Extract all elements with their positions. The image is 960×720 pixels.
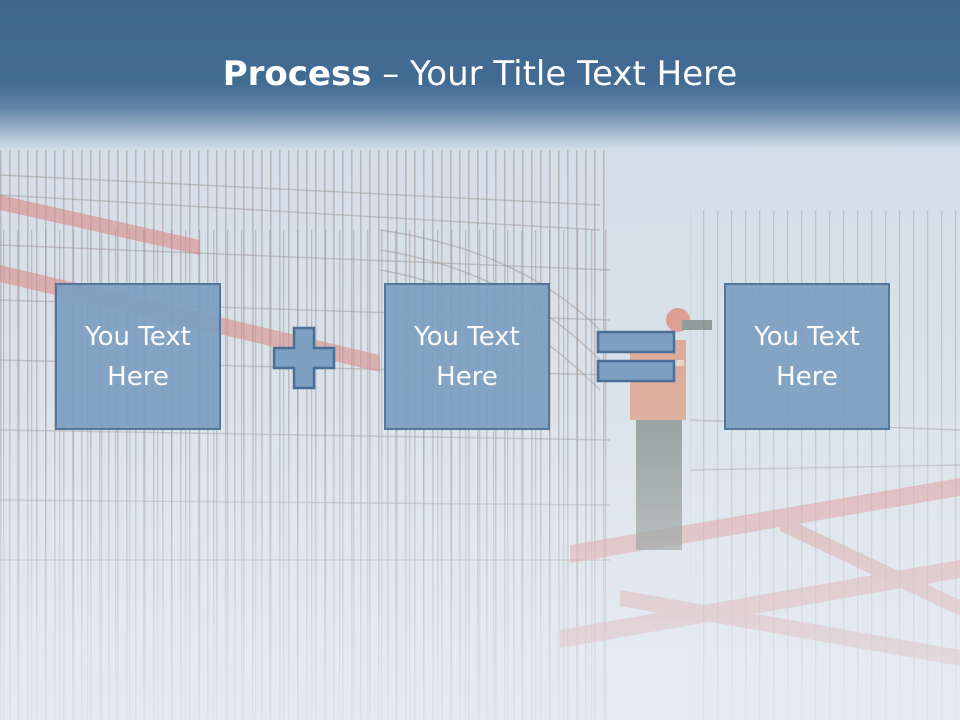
title-rest: – Your Title Text Here	[371, 54, 738, 94]
process-box-1[interactable]: You Text Here	[55, 283, 221, 430]
title-bar	[0, 0, 960, 150]
process-box-2[interactable]: You Text Here	[384, 283, 550, 430]
plus-icon	[272, 326, 336, 390]
process-box-3[interactable]: You Text Here	[724, 283, 890, 430]
equals-icon	[596, 330, 676, 383]
slide-title[interactable]: Process – Your Title Text Here	[0, 52, 960, 96]
title-bold: Process	[222, 54, 372, 94]
